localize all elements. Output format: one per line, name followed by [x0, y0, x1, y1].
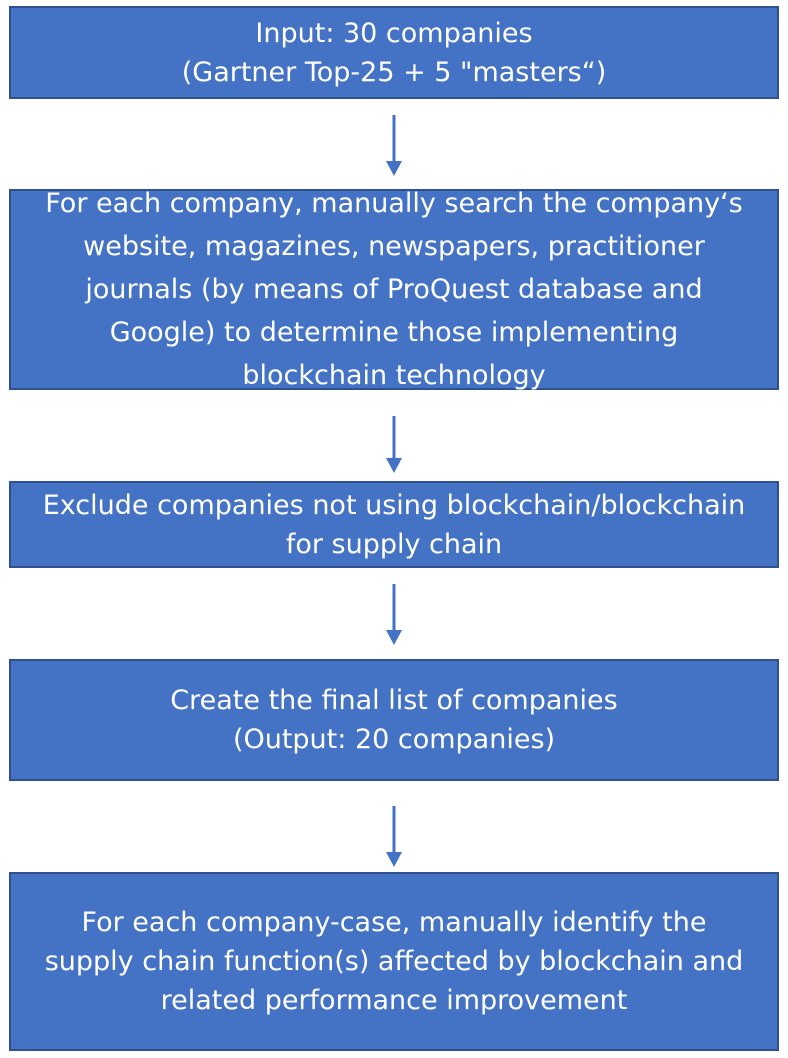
step-final-list-line-2: (Output: 20 companies) — [232, 724, 556, 755]
step-exclude-line-1: Exclude companies not using blockchain/b… — [42, 489, 746, 521]
step-search-line-5: blockchain technology — [242, 360, 546, 391]
arrow-down-4 — [384, 806, 404, 868]
step-search: For each company, manually search the co… — [9, 188, 779, 391]
arrow-down-3 — [384, 584, 404, 646]
step-input-line-1: Input: 30 companies — [255, 17, 533, 49]
step-identify-line-1: For each company-case, manually identify… — [81, 907, 707, 938]
step-input: Input: 30 companies (Gartner Top-25 + 5 … — [9, 6, 779, 99]
step-search-line-2: website, magazines, newspapers, practiti… — [83, 231, 705, 262]
step-identify-line-2: supply chain function(s) affected by blo… — [44, 946, 744, 977]
arrow-down-2 — [384, 416, 404, 474]
step-search-line-3: journals (by means of ProQuest database … — [85, 274, 703, 305]
step-final-list-line-1: Create the final list of companies — [170, 685, 618, 716]
step-search-line-4: Google) to determine those implementing — [109, 317, 679, 348]
arrow-down-icon — [386, 416, 402, 473]
arrow-down-1 — [384, 115, 404, 177]
arrow-down-icon — [386, 584, 402, 645]
step-identify-functions: For each company-case, manually identify… — [9, 872, 779, 1051]
step-search-line-1: For each company, manually search the co… — [45, 188, 743, 219]
arrow-down-icon — [386, 115, 402, 176]
step-input-line-2: (Gartner Top-25 + 5 "masters“) — [181, 56, 607, 88]
step-final-list: Create the final list of companies (Outp… — [9, 659, 779, 781]
step-exclude: Exclude companies not using blockchain/b… — [9, 481, 779, 568]
step-exclude-line-2: for supply chain — [285, 528, 503, 560]
arrow-down-icon — [386, 806, 402, 867]
step-identify-line-3: related performance improvement — [160, 985, 628, 1016]
